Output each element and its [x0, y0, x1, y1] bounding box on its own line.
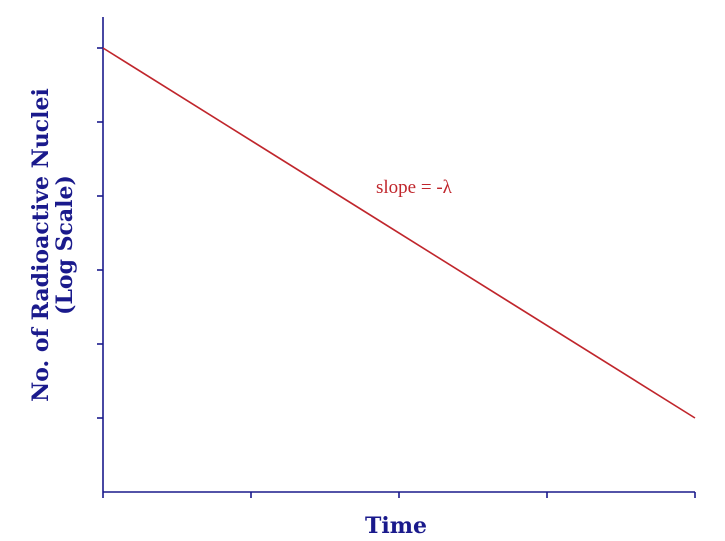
y-axis-title-line-1: No. of Radioactive Nuclei: [28, 88, 54, 402]
series: [102, 47, 696, 419]
decay-line: [102, 47, 696, 419]
ticks: [97, 47, 696, 498]
y-axis-title-line-2: (Log Scale): [52, 175, 78, 315]
slope-annotation: slope = -λ: [376, 177, 453, 198]
axes: [102, 17, 695, 493]
x-axis-title: Time: [365, 513, 427, 539]
y-axis-title: No. of Radioactive Nuclei (Log Scale): [28, 88, 78, 402]
